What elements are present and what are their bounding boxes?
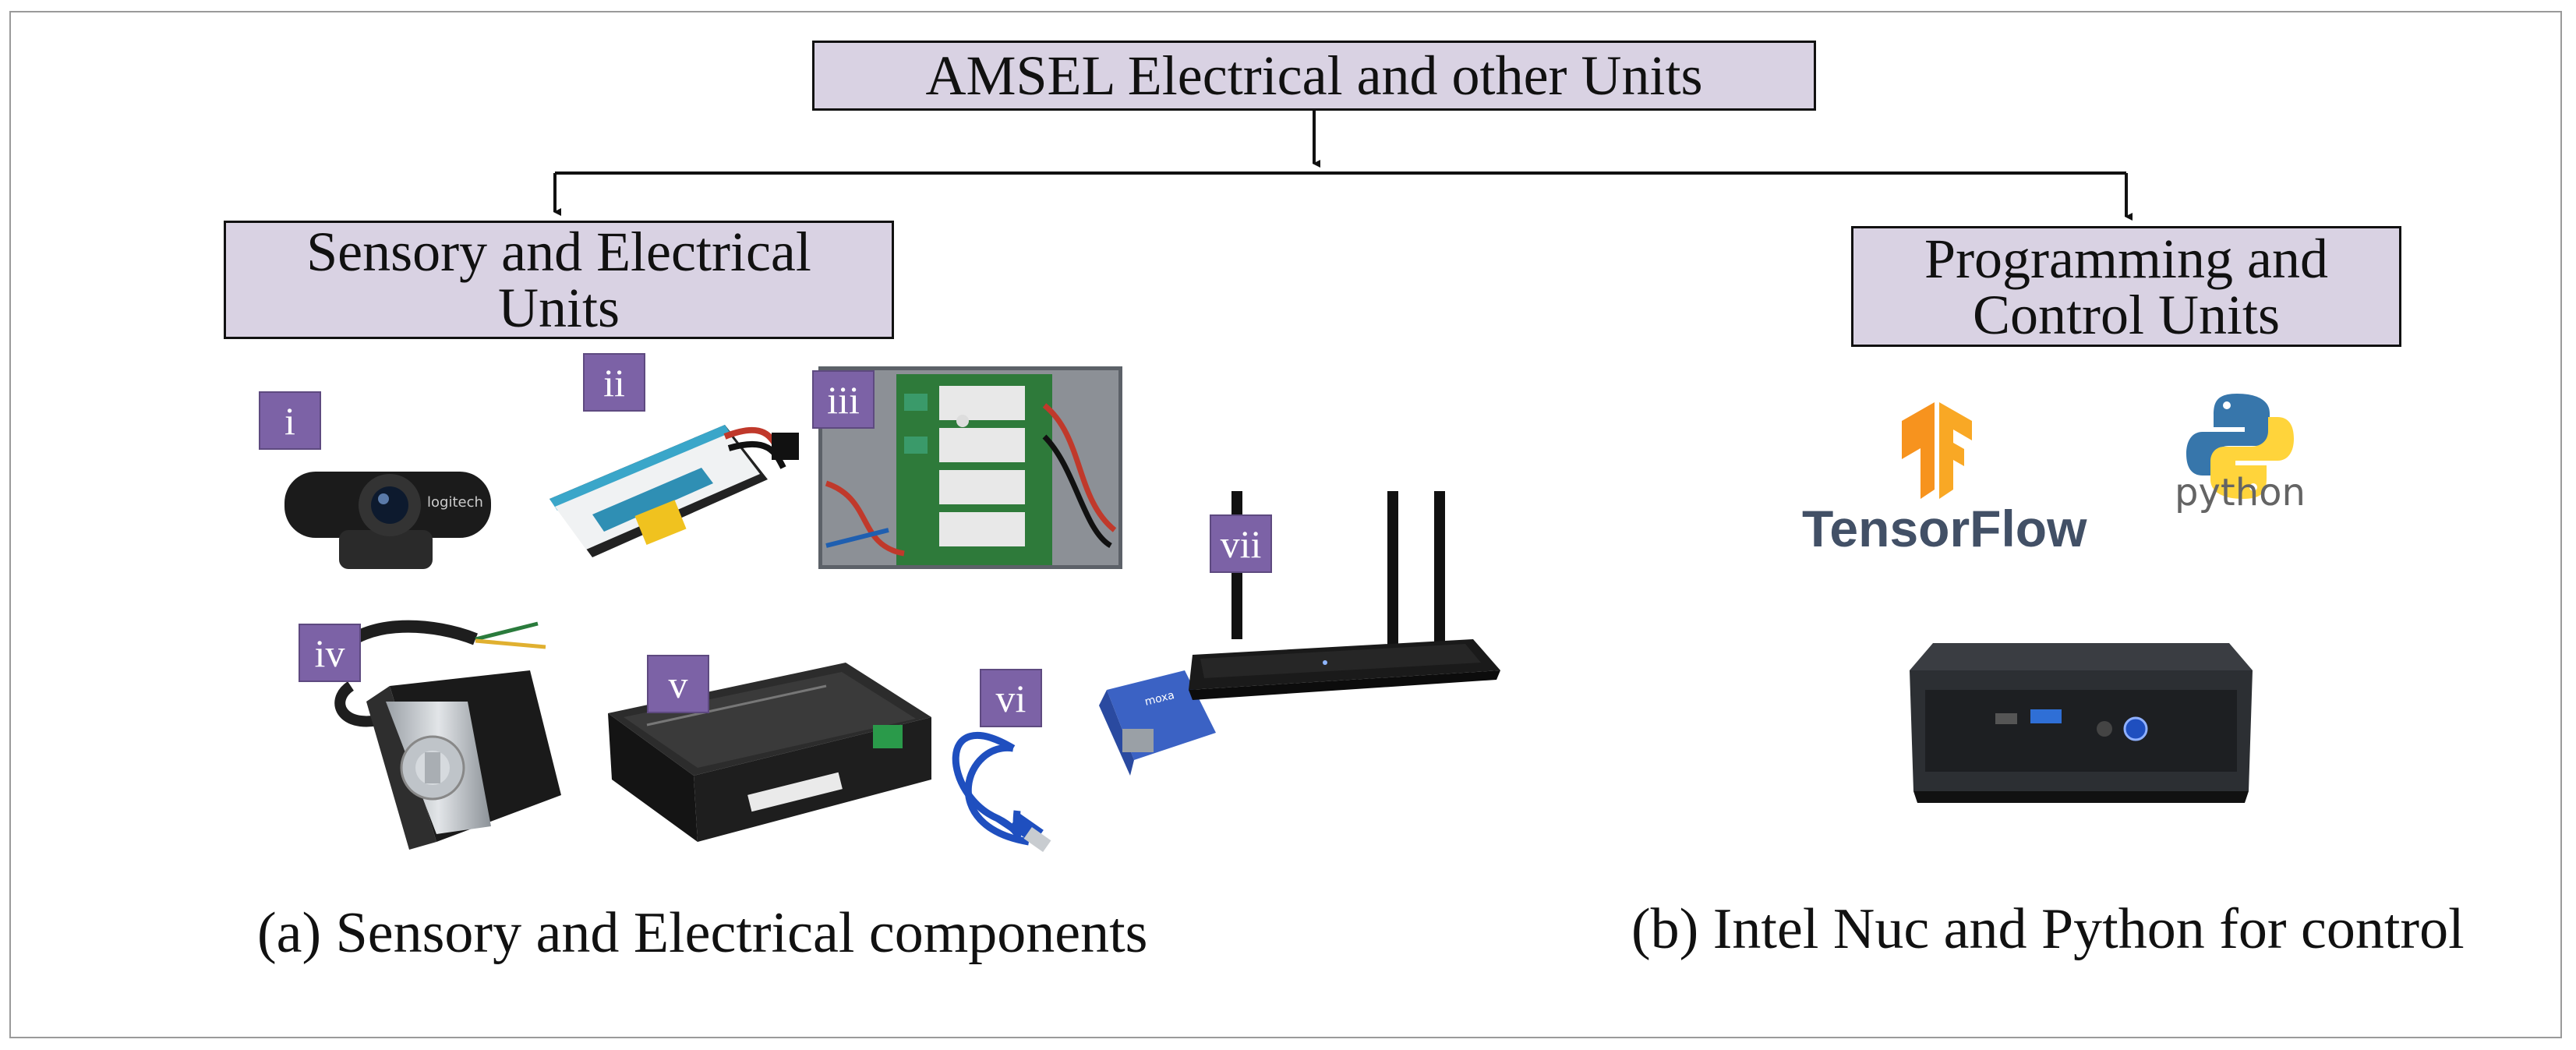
programming-control-title-line2: Control Units: [1972, 283, 2281, 346]
sensory-electrical-title-line2: Units: [497, 277, 620, 339]
python-logo: [2186, 394, 2294, 499]
intel-nuc-image: [1910, 643, 2253, 803]
figure-frame: [9, 11, 2562, 1038]
root-node: AMSEL Electrical and other Units: [812, 41, 1816, 111]
tag-i: i: [259, 391, 321, 450]
webcam-image: logitech: [284, 472, 491, 569]
connector-lines: [553, 109, 2133, 221]
tag-ii: ii: [583, 353, 645, 412]
battery-image: [549, 425, 799, 557]
sensory-electrical-node: Sensory and Electrical Units: [224, 221, 894, 339]
relay-board-image: [818, 366, 1122, 569]
svg-text:logitech: logitech: [427, 494, 483, 511]
usb-serial-adapter-image: moxa: [952, 670, 1216, 852]
servo-motor-image: [330, 620, 561, 850]
tag-vii: vii: [1210, 514, 1272, 573]
caption-b: (b) Intel Nuc and Python for control: [1631, 897, 2465, 961]
tensorflow-logo: [1902, 402, 1972, 499]
programming-control-node: Programming and Control Units: [1851, 226, 2401, 347]
tag-iv: iv: [299, 624, 361, 682]
programming-control-title-line1: Programming and: [1924, 227, 2328, 290]
tensorflow-wordmark: TensorFlow: [1802, 500, 2087, 557]
motor-driver-image: [608, 663, 931, 842]
root-title: AMSEL Electrical and other Units: [925, 44, 1703, 107]
python-wordmark: python: [2175, 471, 2306, 514]
tag-v: v: [647, 655, 709, 713]
sensory-electrical-title-line1: Sensory and Electrical: [306, 221, 811, 283]
caption-a: (a) Sensory and Electrical components: [257, 901, 1148, 965]
tag-iii: iii: [812, 370, 875, 429]
tag-vi: vi: [980, 669, 1042, 727]
